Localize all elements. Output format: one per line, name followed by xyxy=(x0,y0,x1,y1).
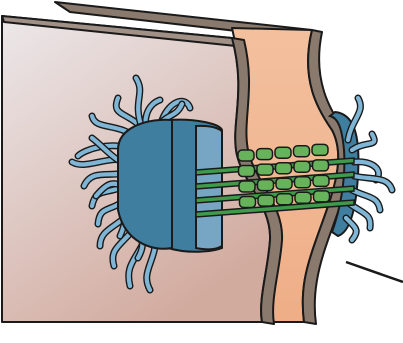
cadherin-bead xyxy=(314,191,330,202)
cadherin-bead xyxy=(257,164,273,175)
cadherin-bead xyxy=(276,178,292,189)
cadherin-bead xyxy=(275,147,291,158)
cadherin-bead xyxy=(277,194,293,205)
cadherin-bead xyxy=(238,150,254,161)
cadherin-bead xyxy=(295,192,311,203)
pointer-line xyxy=(346,262,403,282)
cadherin-bead xyxy=(313,160,329,171)
cadherin-bead xyxy=(313,175,329,186)
cadherin-bead xyxy=(258,195,274,206)
cadherin-bead xyxy=(258,180,274,191)
cadherin-bead xyxy=(239,166,255,177)
cadherin-bead xyxy=(276,163,292,174)
cadherin-bead xyxy=(294,161,310,172)
cadherin-bead xyxy=(312,144,328,155)
cadherin-bead xyxy=(294,146,310,157)
cadherin-bead xyxy=(295,177,311,188)
cadherin-bead xyxy=(240,197,256,208)
cadherin-bead xyxy=(239,181,255,192)
cadherin-bead xyxy=(257,149,273,160)
